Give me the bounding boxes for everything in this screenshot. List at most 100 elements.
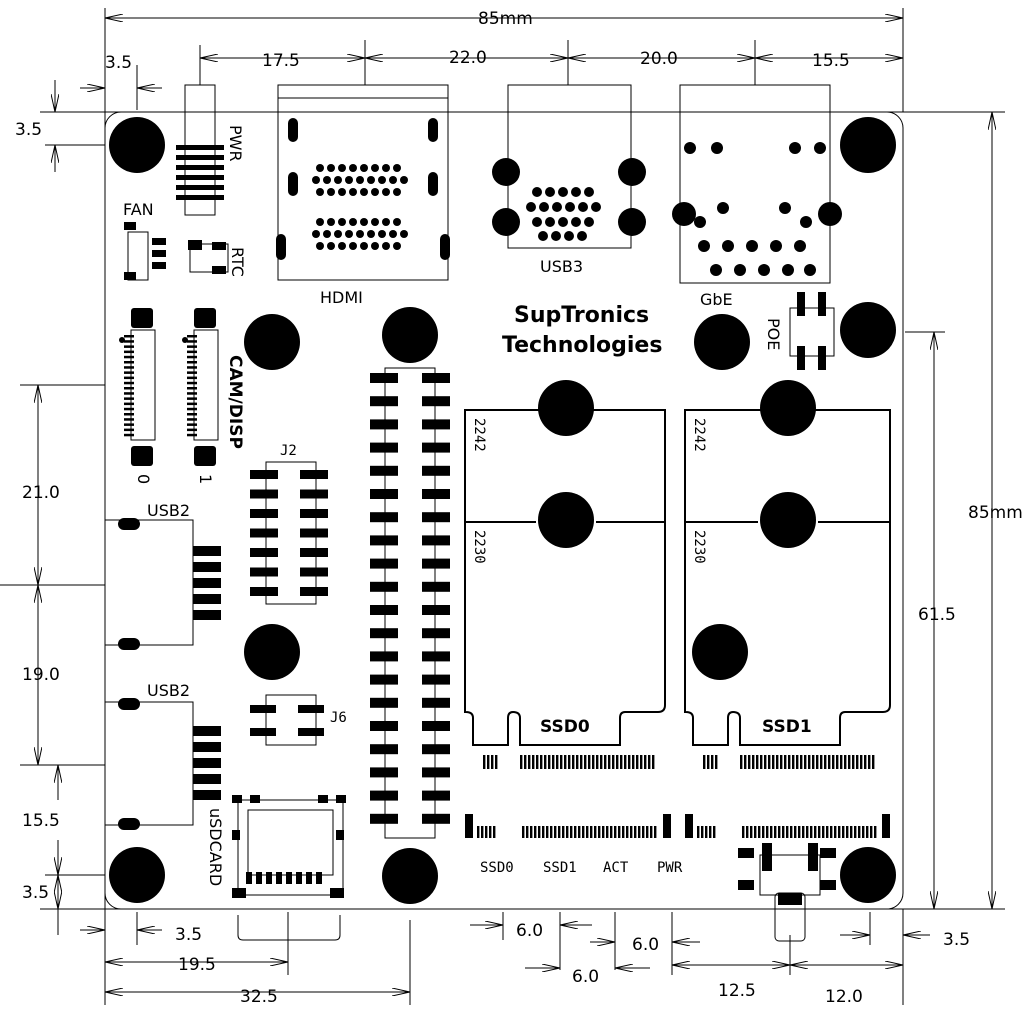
hdmi-pin — [400, 230, 408, 238]
j2-pin — [250, 509, 278, 518]
cam0-pin — [124, 371, 134, 374]
hdmi-pin — [382, 188, 390, 196]
ssd0-edge-pin — [532, 755, 535, 769]
cam1-pin — [187, 340, 197, 343]
ssd1-conn-pin — [850, 826, 853, 838]
ssd0-edge-pin — [487, 755, 490, 769]
gbe-pin — [804, 264, 816, 276]
ssd1-conn-pin — [713, 826, 716, 838]
hdmi-pin — [334, 176, 342, 184]
ssd1-conn-pin — [766, 826, 769, 838]
gpio-pin — [422, 605, 450, 615]
ssd1-slot: 2242 2230 SSD1 — [684, 409, 891, 838]
hdmi-pin — [393, 218, 401, 226]
dim-bottom-3-5-left: 3.5 — [175, 925, 202, 945]
ssd0-conn-pin — [614, 826, 617, 838]
ssd0-conn-pin — [606, 826, 609, 838]
hdmi-pin — [323, 230, 331, 238]
ssd1-edge-pin — [752, 755, 755, 769]
hdmi-pin — [378, 230, 386, 238]
usb3-label: USB3 — [540, 257, 583, 276]
ssd1-edge-pin — [828, 755, 831, 769]
gpio-pin — [370, 489, 398, 499]
usb3-pin — [571, 217, 581, 227]
ssd0-2242-label: 2242 — [471, 418, 487, 452]
standoff-poe — [840, 302, 896, 358]
ssd1-edge-pin — [808, 755, 811, 769]
cam1-pin — [187, 433, 197, 437]
dim-left-3-5-bottom: 3.5 — [22, 883, 49, 903]
cam0-pin — [124, 335, 134, 338]
ssd1-edge-pin — [711, 755, 714, 769]
mount-hole-bottom-right — [840, 847, 896, 903]
cam1-pin — [187, 345, 197, 348]
gbe-pin — [814, 142, 826, 154]
gbe-pin — [717, 202, 729, 214]
cam0-pin1-marker — [119, 337, 125, 343]
gbe-pin — [711, 142, 723, 154]
ssd0-edge-pin — [648, 755, 651, 769]
gbe-pin — [684, 142, 696, 154]
ssd1-conn-end — [685, 814, 693, 838]
ssd1-conn-pin — [818, 826, 821, 838]
extension-lines — [0, 8, 1005, 1005]
brand-line2: Technologies — [502, 333, 662, 358]
usb3-pin — [584, 187, 594, 197]
cam1-pin — [187, 355, 197, 359]
led-pwr-label: PWR — [657, 860, 683, 876]
cam1-pin — [187, 402, 197, 406]
ssd0-edge-pin — [548, 755, 551, 769]
j2-pin — [300, 587, 328, 596]
ssd1-conn-pin — [774, 826, 777, 838]
gpio-pin — [422, 396, 450, 407]
gpio-pin — [422, 581, 450, 592]
gpio-pin — [422, 813, 450, 824]
dim-top-3-5: 3.5 — [105, 53, 132, 73]
usb3-pin — [564, 231, 574, 241]
fan-label: FAN — [123, 200, 154, 219]
dimension-labels: 85mm 3.5 17.5 22.0 20.0 15.5 3.5 21.0 19… — [15, 9, 1023, 1007]
gpio-pin — [370, 674, 398, 685]
hdmi-pin — [316, 164, 324, 172]
ssd0-conn-pin — [634, 826, 637, 838]
ssd1-edge-pin — [852, 755, 855, 769]
mounting-holes — [109, 117, 896, 904]
ssd1-edge-pin — [864, 755, 867, 769]
gpio-pin — [370, 721, 398, 731]
hdmi-pin — [327, 218, 335, 226]
dim-top-15-5: 15.5 — [812, 51, 850, 71]
brand: SupTronics Technologies — [502, 303, 662, 358]
ssd0-conn-pin — [538, 826, 541, 838]
gbe-pin — [710, 264, 722, 276]
ssd1-edge-pin — [796, 755, 799, 769]
ssd0-edge-pin — [596, 755, 599, 769]
ssd1-edge-pin — [848, 755, 851, 769]
ssd0-edge-pin — [600, 755, 603, 769]
ssd0-conn-pin — [530, 826, 533, 838]
dim-left-15-5: 15.5 — [22, 811, 60, 831]
ssd1-edge-pin — [820, 755, 823, 769]
ssd0-conn-pin — [526, 826, 529, 838]
ssd1-conn-pin — [830, 826, 833, 838]
ssd0-edge-pin — [564, 755, 567, 769]
gbe-pin — [758, 264, 770, 276]
ssd0-conn-pin — [654, 826, 657, 838]
gpio-pin — [370, 373, 398, 383]
usb2-bottom-label: USB2 — [147, 681, 190, 700]
ssd0-conn-pin — [558, 826, 561, 838]
ssd0-conn-pin — [582, 826, 585, 838]
ssd1-conn-pin — [846, 826, 849, 838]
j2-pin — [250, 489, 278, 499]
gpio-pin — [370, 697, 398, 708]
dim-bottom-19-5: 19.5 — [178, 955, 216, 975]
j2-pin — [300, 567, 328, 577]
usbc-power-connector — [738, 843, 836, 942]
usd-pin — [256, 872, 262, 884]
hdmi-pin — [334, 230, 342, 238]
usb3-pin — [591, 202, 601, 212]
ssd0-conn-pin — [586, 826, 589, 838]
ssd1-conn-pin — [834, 826, 837, 838]
ssd0-edge-pin — [576, 755, 579, 769]
gbe-pin — [694, 216, 706, 228]
j2-pin — [300, 528, 328, 538]
